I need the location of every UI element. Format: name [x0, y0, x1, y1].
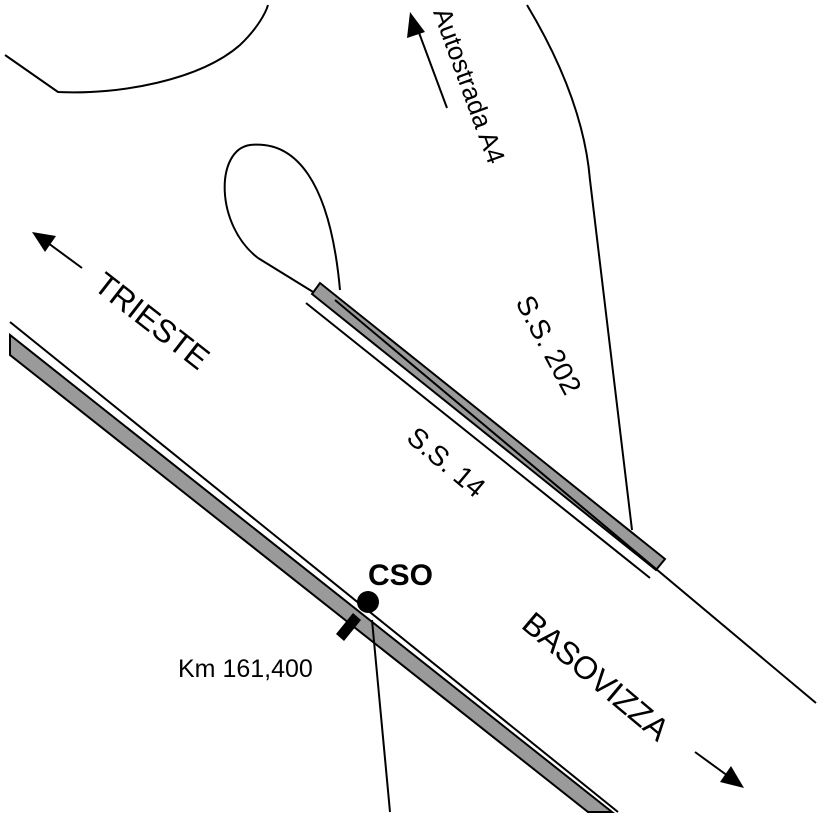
- basovizza-arrow-head-icon: [720, 766, 744, 788]
- boundary-curve-top-left: [4, 4, 269, 94]
- autostrada-arrow-head-icon: [407, 12, 425, 38]
- label-ss14: S.S. 14: [401, 421, 491, 504]
- label-basovizza: BASOVIZZA: [516, 605, 677, 748]
- km-marker: [336, 613, 361, 641]
- label-cso: CSO: [368, 559, 433, 592]
- road-loop: [223, 143, 341, 291]
- road-line-ss14-edge: [334, 299, 817, 704]
- basovizza-arrow-shaft: [694, 751, 729, 777]
- road-line-loop-exit: [257, 257, 319, 296]
- rail-main: [9, 332, 615, 813]
- road-line-crossing: [371, 619, 391, 813]
- autostrada-arrow-shaft: [417, 29, 448, 109]
- label-km: Km 161,400: [178, 655, 313, 683]
- road-line-main-right: [505, 520, 816, 702]
- road-line-ss14-upper: [305, 302, 651, 579]
- trieste-arrow-head-icon: [32, 232, 56, 252]
- label-ss202: S.S. 202: [510, 290, 588, 399]
- station-marker: [357, 591, 379, 613]
- road-line-basovizza-outer: [370, 290, 816, 702]
- trieste-arrow-shaft: [47, 242, 83, 269]
- label-autostrada: Autostrada A4: [427, 4, 511, 168]
- road-line-right: [526, 4, 633, 531]
- label-trieste: TRIESTE: [88, 265, 217, 377]
- road-line-basovizza: [9, 321, 619, 813]
